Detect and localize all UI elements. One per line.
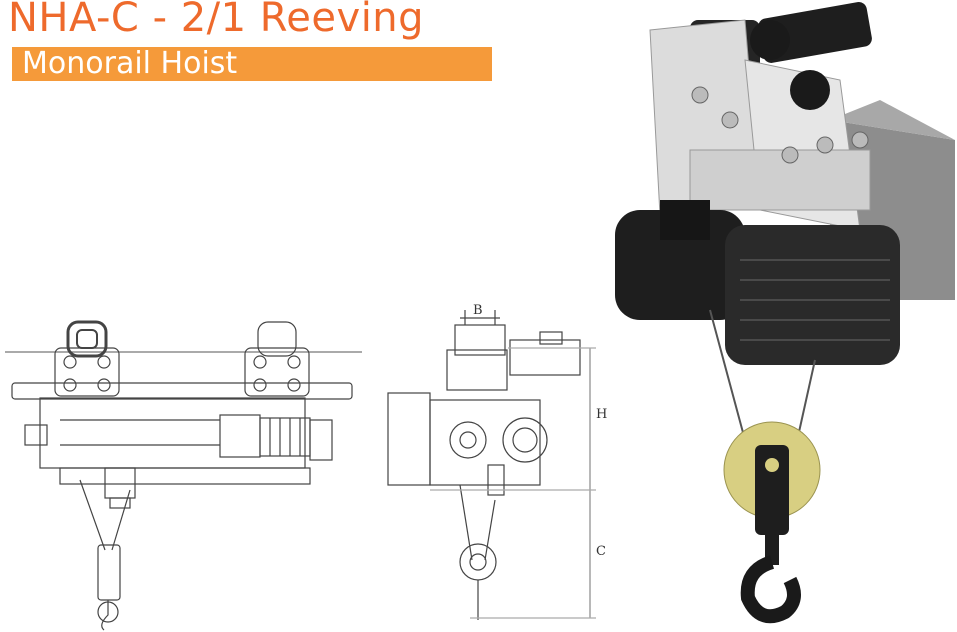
dimension-h-label: H [596,407,607,422]
dimension-c-label: C [596,544,606,559]
page-subtitle: Monorail Hoist [22,46,238,81]
dimension-b-label: B [473,303,483,318]
page-title: NHA-C - 2/1 Reeving [8,0,425,41]
subtitle-banner: Monorail Hoist [12,47,492,81]
